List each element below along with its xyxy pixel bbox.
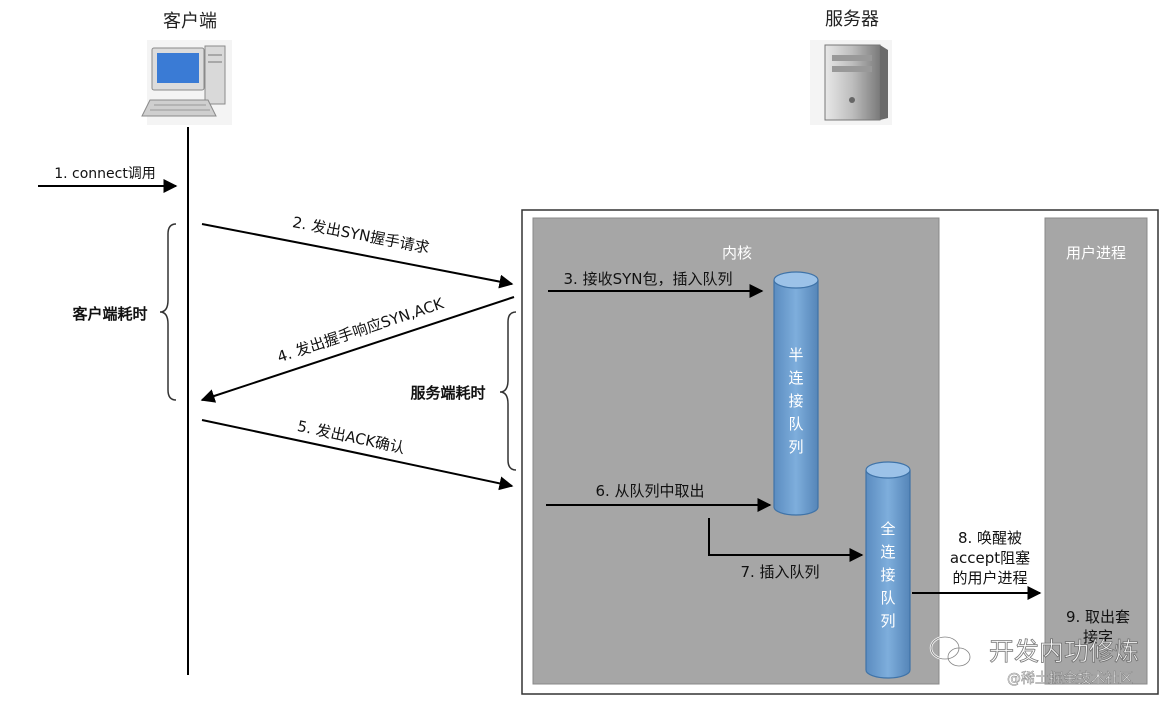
kernel-label: 内核 [722,244,752,262]
watermark-title: 开发内功修炼 [989,637,1139,666]
step-6-label: 6. 从队列中取出 [595,482,704,500]
step-9-label: 9. 取出套 [1066,608,1130,626]
full-queue-char: 列 [880,612,895,630]
client-time-brace [159,223,177,401]
half-connection-queue: 半 连 接 队 列 [773,271,819,516]
user-process-region [1044,217,1148,685]
half-queue-char: 队 [788,415,803,433]
wechat-icon [929,635,972,668]
insert-full-queue-arrow [708,518,864,562]
step-1-label: 1. connect调用 [54,166,156,182]
watermark: 开发内功修炼 @稀土掘金技术社区 [929,635,1139,687]
half-queue-char: 接 [788,392,803,410]
syn-arrow [201,223,514,289]
client-title: 客户端 [163,11,217,32]
client-time-label: 客户端耗时 [71,305,147,323]
step-8-label: 8. 唤醒被 [958,529,1022,547]
step-9-label: 接字 [1083,628,1113,646]
ack-arrow [201,419,514,491]
half-queue-char: 连 [788,369,803,387]
server-time-label: 服务端耗时 [410,384,485,402]
step-4-label: 4. 发出握手响应SYN,ACK [275,294,447,366]
syn-ack-arrow [200,296,515,403]
step-8-label: accept阻塞 [950,549,1030,567]
server-tower-icon [810,40,892,125]
half-queue-char: 半 [788,346,803,364]
watermark-subtitle: @稀土掘金技术社区 [1007,671,1133,687]
step-8-label: 的用户进程 [952,569,1027,587]
half-queue-char: 列 [788,438,803,456]
full-queue-char: 全 [880,520,895,538]
user-process-label: 用户进程 [1066,244,1126,262]
desktop-computer-icon [141,40,232,125]
step-2-label: 2. 发出SYN握手请求 [291,213,431,257]
server-time-brace [499,311,517,471]
full-queue-char: 队 [880,589,895,607]
full-queue-char: 连 [880,543,895,561]
full-queue-char: 接 [880,566,895,584]
step-3-label: 3. 接收SYN包，插入队列 [564,270,733,288]
server-title: 服务器 [825,9,879,30]
step-7-label: 7. 插入队列 [740,563,819,581]
full-connection-queue: 全 连 接 队 列 [865,461,911,679]
